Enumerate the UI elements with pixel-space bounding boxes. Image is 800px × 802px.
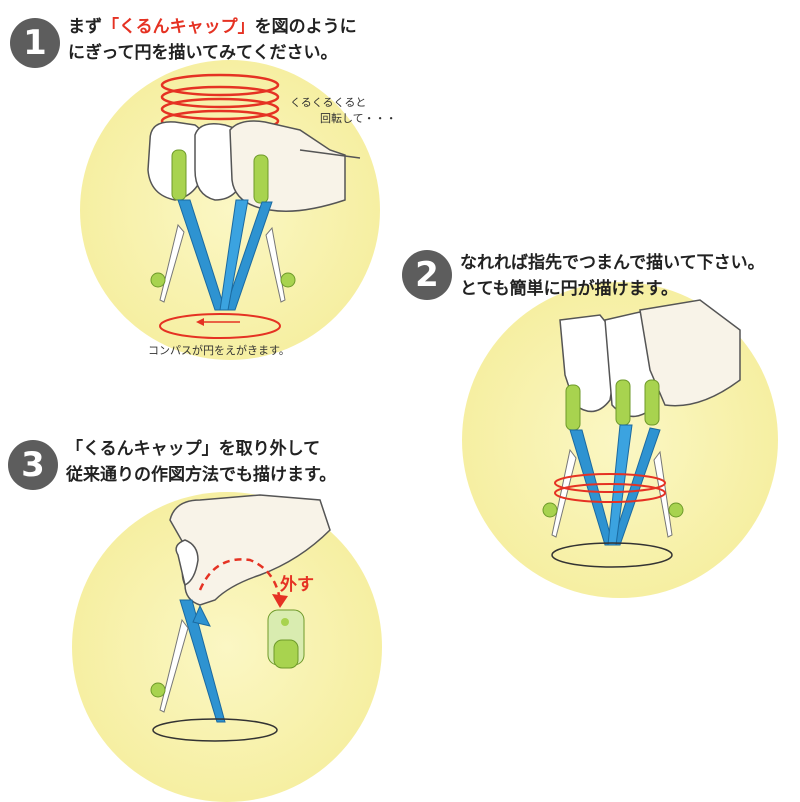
step1-instruction: まず「くるんキャップ」を図のように にぎって円を描いてみてください。 (68, 17, 357, 63)
rotate-note: くるくるくると 回転して・・・ (290, 96, 397, 125)
step2-instruction: なれれば指先でつまんで描いて下さい。 とても簡単に円が描けます。 (460, 253, 765, 299)
drawn-circle (159, 313, 281, 339)
kurun-cap-icon (565, 379, 660, 431)
hand-icon (169, 494, 331, 606)
step1-number-badge: 1 (10, 18, 60, 68)
remove-arrow-icon (198, 558, 282, 601)
remove-label: 外す (280, 575, 314, 595)
compass-icon (542, 424, 684, 546)
kurun-cap-name: 「くるんキャップ」 (102, 17, 255, 37)
step2-number-badge: 2 (402, 250, 452, 300)
compass-note: コンパスが円をえがきます。 (148, 344, 290, 357)
kurun-cap-icon (267, 609, 305, 669)
step3-instruction: 「くるんキャップ」を取り外して 従来通りの作図方法でも描けます。 (66, 439, 337, 485)
compass-icon (150, 199, 296, 311)
drawn-circle (551, 542, 673, 568)
drawn-circle (152, 718, 278, 742)
compass-icon (150, 599, 226, 723)
step3-number-badge: 3 (8, 440, 58, 490)
